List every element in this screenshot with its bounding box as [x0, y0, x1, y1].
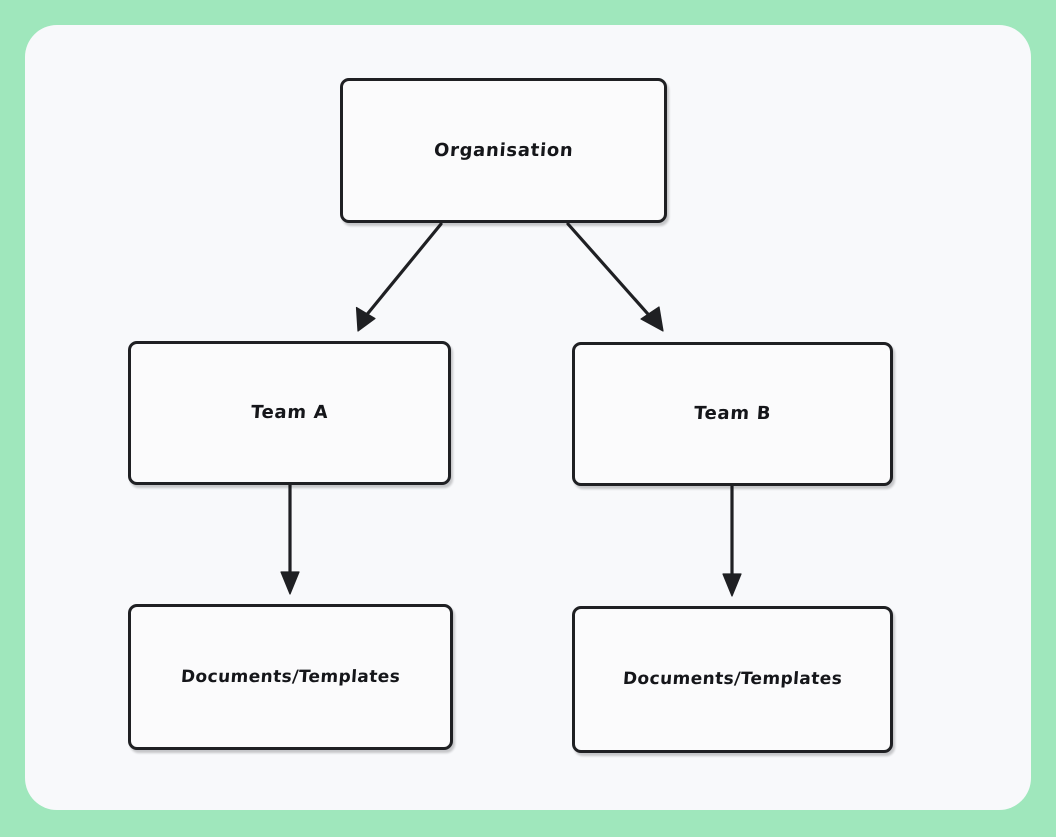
node-organisation-label: Organisation	[433, 139, 574, 161]
node-team-b-label: Team B	[693, 403, 772, 425]
node-documents-templates-b-label: Documents/Templates	[622, 669, 843, 690]
node-team-a[interactable]: Team A	[128, 341, 451, 485]
edge-team-a-to-docs-a	[280, 483, 300, 595]
edge-team-b-to-docs-b	[722, 484, 742, 597]
edge-organisation-to-team-a	[355, 222, 443, 332]
node-team-a-label: Team A	[250, 402, 329, 424]
node-documents-templates-b[interactable]: Documents/Templates	[572, 606, 893, 753]
node-organisation[interactable]: Organisation	[340, 78, 667, 223]
node-team-b[interactable]: Team B	[572, 342, 893, 486]
node-documents-templates-a-label: Documents/Templates	[180, 666, 401, 687]
node-documents-templates-a[interactable]: Documents/Templates	[128, 604, 453, 750]
edge-organisation-to-team-b	[566, 222, 664, 332]
